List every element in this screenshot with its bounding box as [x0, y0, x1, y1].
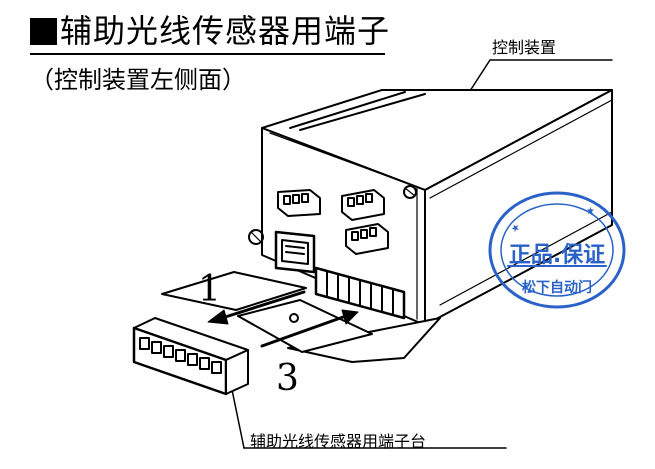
stamp-seal: ★ ★ [488, 191, 626, 309]
connector-block [341, 189, 385, 221]
stamp-bottom-text: 松下自动门 [522, 280, 592, 296]
modular-jack [274, 230, 316, 274]
connector-block [345, 223, 389, 255]
subheading: （控制装置左侧面） [30, 66, 246, 94]
connector-block [277, 189, 321, 217]
title-underline [30, 53, 385, 55]
terminal-callout: 辅助光线传感器用端子台 [250, 432, 427, 451]
screw [403, 185, 417, 199]
device-callout: 控制装置 [492, 38, 557, 57]
svg-text:★: ★ [586, 206, 595, 217]
step-3-label: 3 [276, 358, 299, 399]
page-title: 辅助光线传感器用端子 [30, 12, 390, 50]
arrow-insert-terminal [260, 309, 359, 348]
stamp: 正品.保证 松下自动门 [488, 188, 626, 306]
title-square-icon [30, 18, 57, 45]
terminal-header [314, 266, 406, 320]
bottom-plate [287, 317, 441, 363]
terminal-block [132, 317, 249, 396]
step-1-label: 1 [198, 269, 221, 310]
stamp-main-text: 正品.保证 [508, 243, 606, 268]
screw [248, 229, 264, 245]
title-text: 辅助光线传感器用端子 [60, 12, 391, 50]
arrow-remove-cover [207, 290, 306, 325]
cover-flap [161, 271, 307, 311]
